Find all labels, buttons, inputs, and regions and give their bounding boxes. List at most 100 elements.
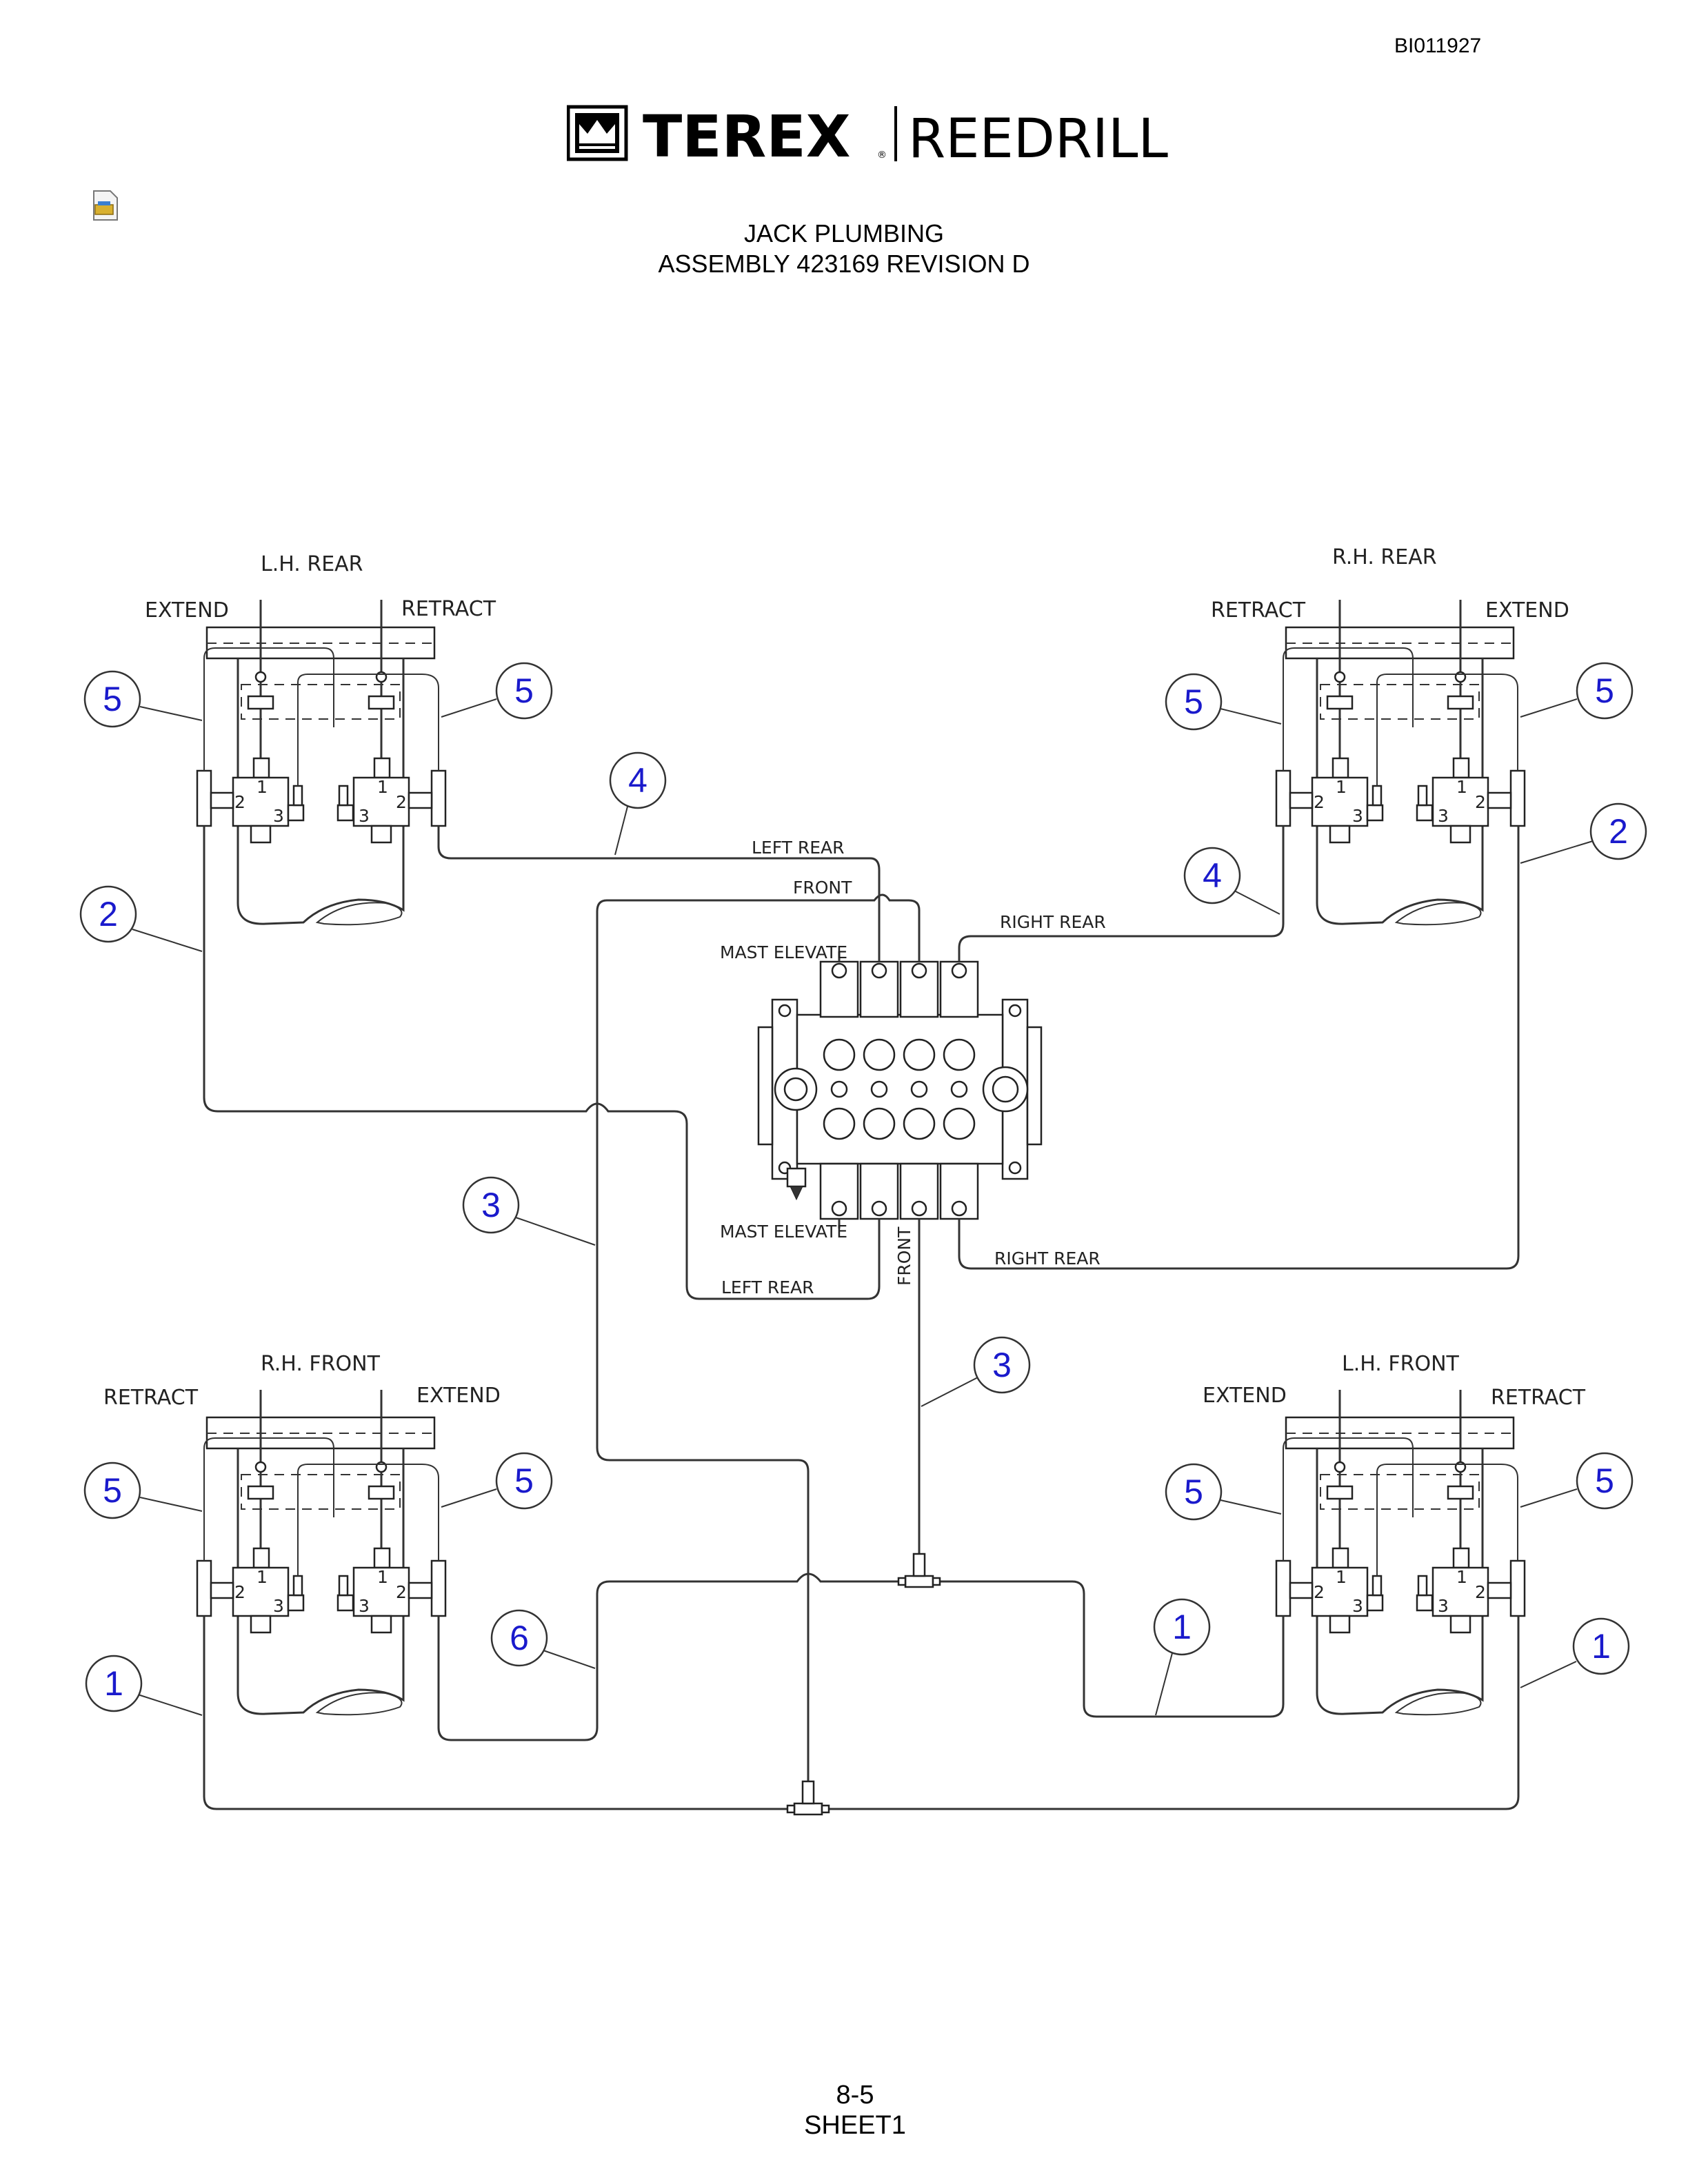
jack-name-rh-rear: R.H. REAR xyxy=(1332,545,1437,569)
label-left-rear-bottom: LEFT REAR xyxy=(721,1277,814,1297)
svg-text:2: 2 xyxy=(99,895,118,933)
jack-lh-front xyxy=(1275,1388,1526,1716)
port-number-label: 1 xyxy=(377,1567,388,1587)
callout-5-lh-rear-left: 5 xyxy=(83,670,203,728)
jack-lh-rear-right-label: RETRACT xyxy=(401,597,496,621)
brand-reedrill: REEDRILL xyxy=(908,108,1168,164)
callout-3-right: 3 xyxy=(921,1336,1031,1407)
svg-text:1: 1 xyxy=(104,1664,123,1703)
svg-text:3: 3 xyxy=(992,1346,1012,1384)
callout-1-center: 1 xyxy=(1153,1598,1211,1716)
port-number-label: 1 xyxy=(1456,777,1467,797)
jack-rh-front-right-label: EXTEND xyxy=(416,1384,501,1408)
port-number-label: 1 xyxy=(377,777,388,797)
callout-1-left: 1 xyxy=(85,1655,203,1716)
svg-text:6: 6 xyxy=(510,1619,529,1657)
callout-2-right: 2 xyxy=(1520,802,1647,864)
attachment-icon[interactable] xyxy=(90,190,120,221)
svg-text:1: 1 xyxy=(1591,1627,1611,1666)
svg-text:5: 5 xyxy=(1595,671,1614,710)
jack-name-rh-front: R.H. FRONT xyxy=(261,1352,381,1376)
jack-lh-rear xyxy=(196,598,447,926)
callout-1-right: 1 xyxy=(1520,1617,1630,1688)
svg-text:5: 5 xyxy=(1184,1473,1203,1511)
callout-5-lh-front-left: 5 xyxy=(1165,1463,1282,1521)
svg-text:5: 5 xyxy=(514,1462,534,1500)
jack-lh-front-left-label: EXTEND xyxy=(1203,1384,1287,1408)
terex-reedrill-logo: TEREX ® REEDRILL xyxy=(567,105,1168,164)
port-number-label: 3 xyxy=(1438,1596,1449,1616)
callout-5-rh-rear-right: 5 xyxy=(1520,662,1634,720)
port-number-label: 2 xyxy=(1314,792,1325,812)
tee-fitting-lower xyxy=(786,1780,830,1816)
callout-5-rh-front-right: 5 xyxy=(441,1452,553,1510)
label-front-top: FRONT xyxy=(793,878,852,898)
drawing-title: JACK PLUMBING xyxy=(743,219,945,247)
hydraulic-lines xyxy=(203,826,1520,1810)
callout-2-left: 2 xyxy=(79,885,203,952)
svg-text:2: 2 xyxy=(1609,812,1628,851)
jack-rh-front-left-label: RETRACT xyxy=(103,1386,199,1410)
svg-text:5: 5 xyxy=(514,671,534,710)
drawing-subtitle: ASSEMBLY 423169 REVISION D xyxy=(658,250,1030,278)
svg-text:5: 5 xyxy=(103,680,122,718)
svg-text:5: 5 xyxy=(103,1471,122,1510)
control-valve-bank xyxy=(757,960,1043,1220)
svg-text:1: 1 xyxy=(1172,1608,1192,1646)
brand-terex: TEREX xyxy=(643,105,851,164)
jack-name-lh-rear: L.H. REAR xyxy=(261,552,363,576)
port-number-label: 3 xyxy=(273,806,284,826)
callout-4-right: 4 xyxy=(1183,847,1280,915)
callout-4-left: 4 xyxy=(609,751,667,856)
jack-name-lh-front: L.H. FRONT xyxy=(1342,1352,1460,1376)
label-right-rear-bottom: RIGHT REAR xyxy=(994,1248,1101,1268)
port-number-label: 2 xyxy=(1314,1582,1325,1602)
sheet-label: SHEET1 xyxy=(804,2111,906,2140)
port-number-label: 2 xyxy=(396,792,407,812)
port-number-label: 1 xyxy=(1336,1567,1347,1587)
svg-text:3: 3 xyxy=(481,1186,501,1224)
port-number-label: 1 xyxy=(257,1567,268,1587)
port-number-label: 2 xyxy=(396,1582,407,1602)
page-number: 8-5 xyxy=(836,2081,874,2110)
port-number-label: 1 xyxy=(257,777,268,797)
callout-3-left: 3 xyxy=(462,1176,596,1246)
port-number-label: 1 xyxy=(1456,1567,1467,1587)
port-number-label: 2 xyxy=(234,1582,245,1602)
port-number-label: 2 xyxy=(1475,792,1486,812)
port-number-label: 3 xyxy=(273,1596,284,1616)
port-number-label: 3 xyxy=(359,1596,370,1616)
jack-lh-rear-left-label: EXTEND xyxy=(145,598,229,623)
callout-6: 6 xyxy=(490,1609,596,1669)
callout-5-lh-rear-right: 5 xyxy=(441,662,553,720)
callout-5-lh-front-right: 5 xyxy=(1520,1452,1634,1510)
callout-5-rh-front-left: 5 xyxy=(83,1462,203,1519)
document-id: BI011927 xyxy=(1394,34,1482,57)
label-left-rear-top: LEFT REAR xyxy=(752,838,845,858)
label-right-rear-top: RIGHT REAR xyxy=(1000,912,1106,932)
tee-fitting-upper xyxy=(897,1553,941,1588)
jack-rh-front xyxy=(196,1388,447,1716)
svg-text:®: ® xyxy=(877,150,887,161)
port-number-label: 3 xyxy=(1438,806,1449,826)
port-number-label: 3 xyxy=(1352,806,1363,826)
callout-5-rh-rear-left: 5 xyxy=(1165,673,1282,731)
jack-rh-rear-right-label: EXTEND xyxy=(1485,598,1569,623)
svg-text:5: 5 xyxy=(1595,1462,1614,1500)
svg-text:4: 4 xyxy=(1203,856,1222,895)
label-mast-elevate-bottom: MAST ELEVATE xyxy=(720,1222,847,1242)
svg-text:5: 5 xyxy=(1184,682,1203,721)
label-mast-elevate-top: MAST ELEVATE xyxy=(720,942,847,962)
port-number-label: 3 xyxy=(1352,1596,1363,1616)
port-number-label: 3 xyxy=(359,806,370,826)
label-front-bottom: FRONT xyxy=(894,1226,914,1286)
callout-balloons: 5 5 5 5 4 4 2 2 3 3 5 5 5 5 6 1 1 1 xyxy=(79,662,1647,1716)
svg-text:4: 4 xyxy=(628,761,647,800)
port-number-label: 1 xyxy=(1336,777,1347,797)
port-number-label: 2 xyxy=(1475,1582,1486,1602)
jack-lh-front-right-label: RETRACT xyxy=(1491,1386,1586,1410)
jack-rh-rear xyxy=(1275,598,1526,926)
port-number-label: 2 xyxy=(234,792,245,812)
jack-rh-rear-left-label: RETRACT xyxy=(1211,598,1306,623)
